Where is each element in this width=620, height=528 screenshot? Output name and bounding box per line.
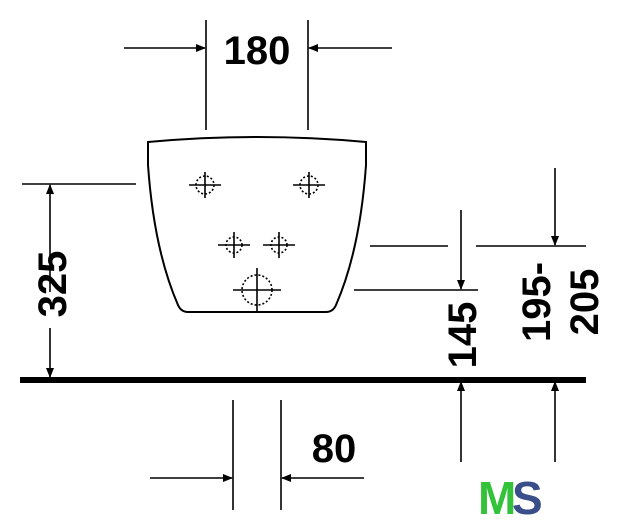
mount-point-lower-left [218,232,250,258]
dimension-label-range-line2: 205 [563,269,607,336]
bidet-body [147,136,367,313]
mount-point-upper-right [293,172,325,198]
dimension-label-80: 80 [312,427,357,471]
left-height-dimension: 325 [22,183,136,378]
dimension-label-145: 145 [441,302,485,369]
mount-point-lower-right [263,232,295,258]
dimension-label-180: 180 [224,29,291,73]
logo-letter-m: M [478,472,516,524]
inlet-height-dimension: 195- 205 [370,168,607,462]
dimension-label-range-line1: 195- [515,262,559,342]
bidet-outline [147,136,367,313]
bottom-spacing-dimension: 80 [150,400,364,510]
drain-height-dimension: 145 [354,210,485,462]
top-width-dimension: 180 [124,20,392,130]
dimension-label-325: 325 [31,251,75,318]
mount-point-upper-left [189,172,221,198]
logo-letter-s: S [512,472,543,524]
drain-outlet [233,268,281,312]
ms-logo: M S [478,472,543,524]
